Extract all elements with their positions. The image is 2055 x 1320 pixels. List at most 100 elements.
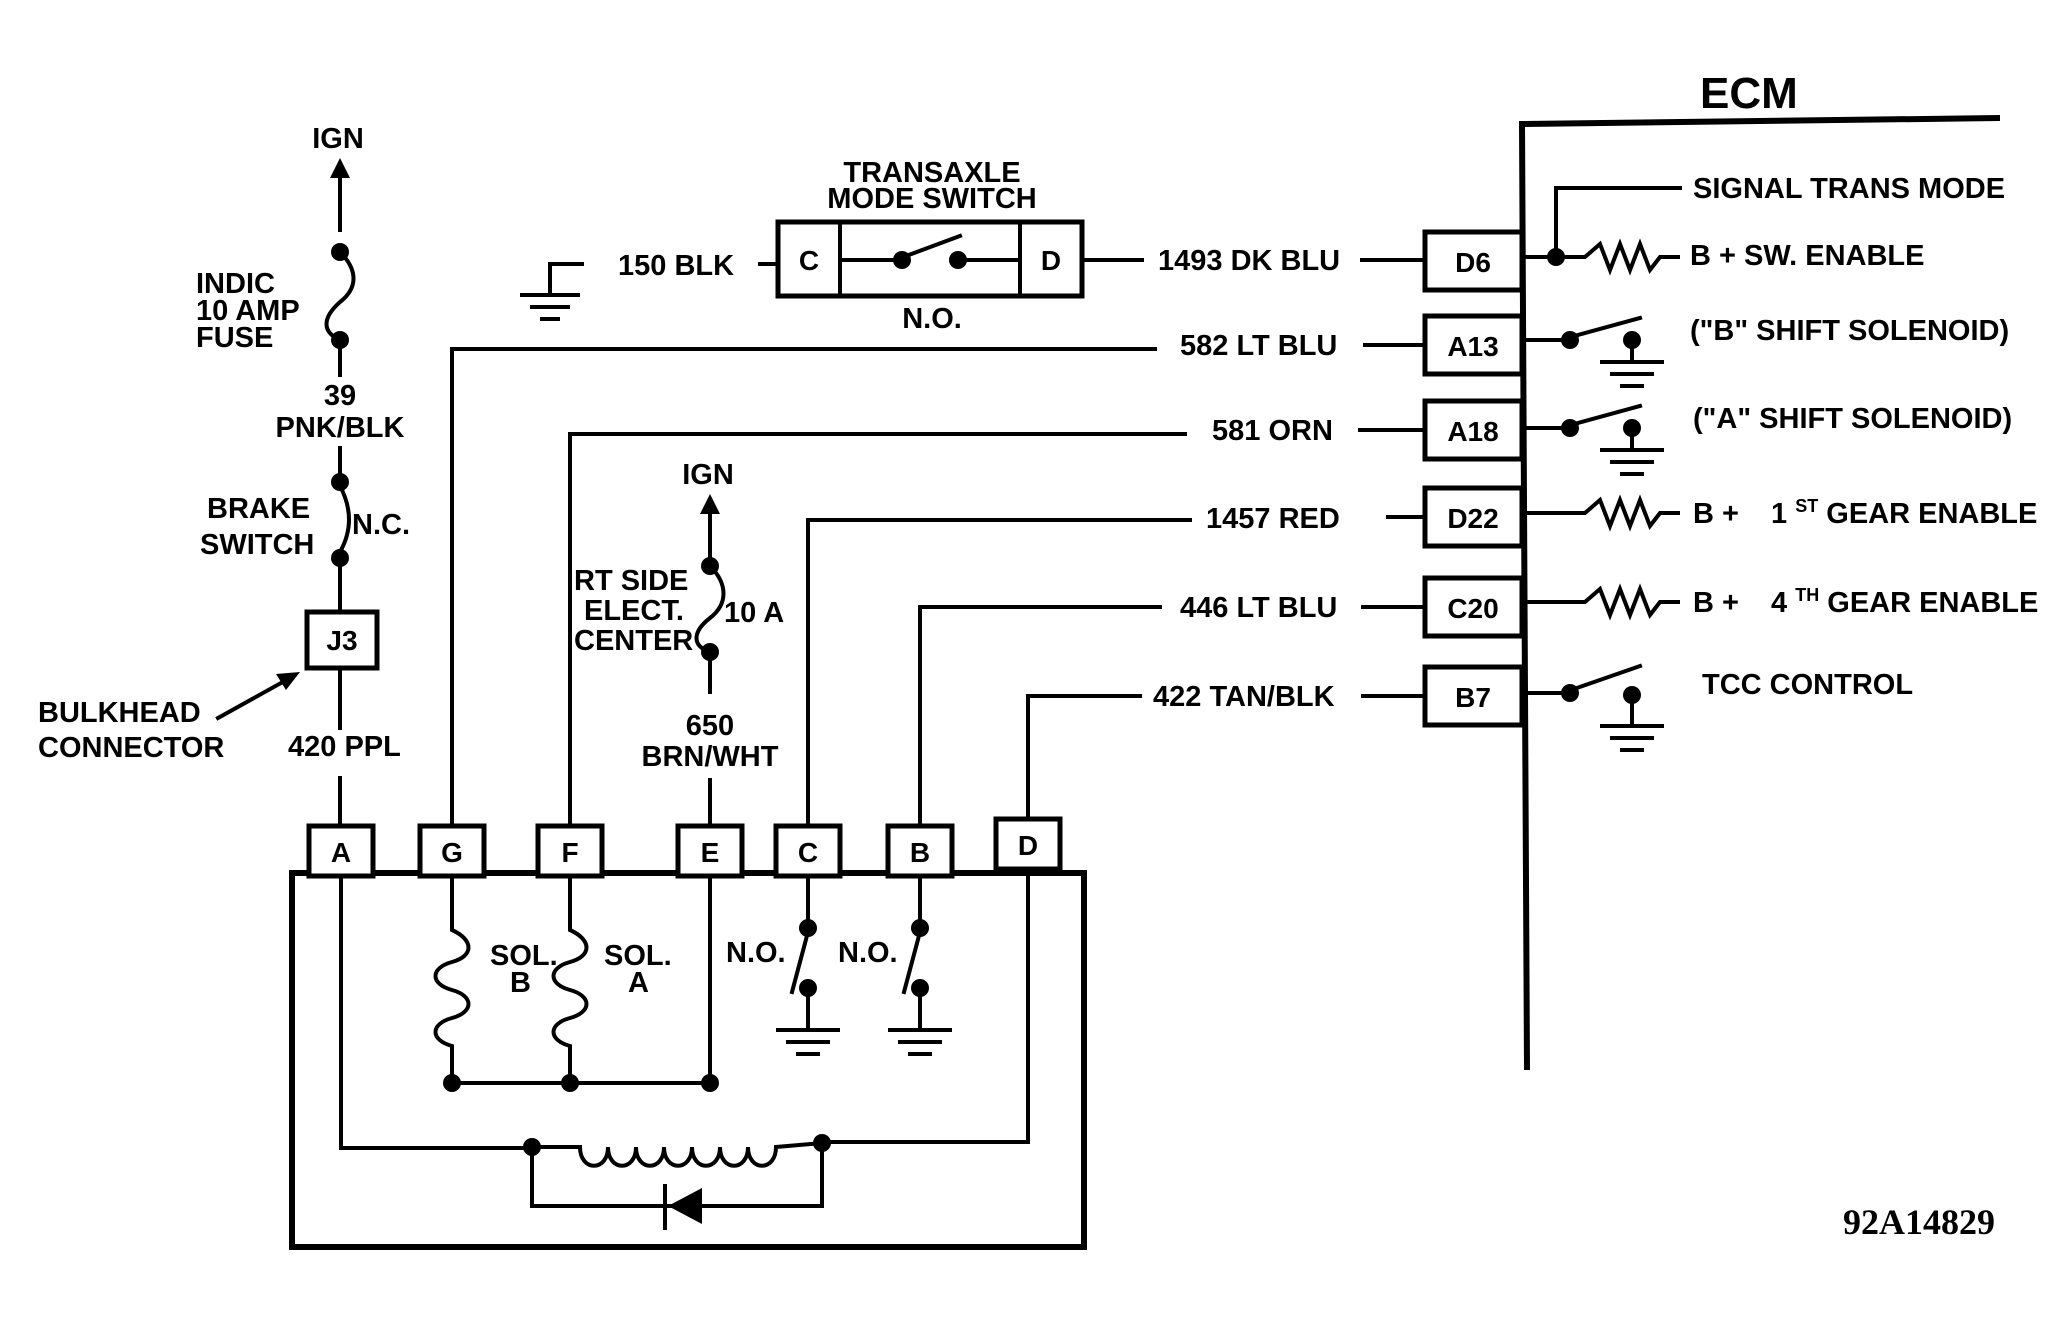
wire-581-label: 581 ORN xyxy=(1212,415,1333,447)
brake-state: N.C. xyxy=(352,509,410,541)
ecm-a13-circuit: ("B" SHIFT SOLENOID) xyxy=(1525,315,2009,388)
solenoid-b: SOL. B xyxy=(433,874,558,1085)
sol-b-label-1: SOL. xyxy=(490,940,558,972)
mode-switch-pin-d: D xyxy=(1041,245,1061,276)
left-ign-label: IGN xyxy=(312,123,364,155)
rt-side-label-1: RT SIDE xyxy=(574,565,688,597)
wire-582: 582 LT BLU xyxy=(450,330,1427,828)
reference-number: 92A14829 xyxy=(1843,1202,1995,1242)
ecm-d6-circuit: SIGNAL TRANS MODE B + SW. ENABLE xyxy=(1525,173,2005,276)
ecm-gear4-suffix: GEAR ENABLE xyxy=(1827,587,2038,619)
transaxle-pins: A G F E C B D xyxy=(306,816,1063,879)
mode-switch-ground: 150 BLK xyxy=(520,250,780,321)
ecm-gear4-num: 4 xyxy=(1771,587,1787,619)
switch-b-state: N.O. xyxy=(838,937,898,969)
fuse-label-1: INDIC xyxy=(196,268,275,300)
ecm-pin-c20: C20 xyxy=(1422,575,1525,639)
transaxle-pin-c: C xyxy=(798,837,818,868)
sol-a-label-1: SOL. xyxy=(604,940,672,972)
wire-1493: 1493 DK BLU xyxy=(1080,245,1427,277)
transaxle-pin-a: A xyxy=(331,837,351,868)
transaxle-pin-f: F xyxy=(561,837,578,868)
mode-switch-title-1: TRANSAXLE xyxy=(843,157,1020,189)
wire-582-label: 582 LT BLU xyxy=(1180,330,1337,362)
ecm-pin-d6: D6 xyxy=(1422,229,1525,293)
bulkhead-pin-j3: J3 xyxy=(326,625,357,656)
mode-switch-pin-c: C xyxy=(799,245,819,276)
wire-422-label: 422 TAN/BLK xyxy=(1153,681,1335,713)
transaxle-pin-e: E xyxy=(701,837,720,868)
center-circuit: IGN RT SIDE ELECT. CENTER 10 A 650 BRN/W… xyxy=(574,459,784,828)
ecm-sw-enable-label: B + SW. ENABLE xyxy=(1690,240,1924,272)
wire-39-color: PNK/BLK xyxy=(276,412,405,444)
brake-label-1: BRAKE xyxy=(207,493,310,525)
pressure-switch-c: N.O. xyxy=(726,874,840,1056)
ecm-pin-b7-label: B7 xyxy=(1455,682,1491,713)
center-ign-label: IGN xyxy=(682,459,734,491)
ecm-block: ECM xyxy=(1518,69,2001,1071)
solenoid-common-bus xyxy=(443,874,719,1092)
ecm-b-shift-label: ("B" SHIFT SOLENOID) xyxy=(1690,315,2009,347)
ecm-title: ECM xyxy=(1700,69,1798,118)
switch-c-state: N.O. xyxy=(726,937,786,969)
svg-text:B + 1 ST GEA: B + 1 ST GEAR ENABLE xyxy=(1693,487,2037,530)
ecm-pin-a18-label: A18 xyxy=(1447,416,1498,447)
svg-text:B + 4 TH GEA: B + 4 TH GEAR ENABLE xyxy=(1693,576,2038,619)
ecm-tcc-label: TCC CONTROL xyxy=(1702,669,1913,701)
ecm-pin-b7: B7 xyxy=(1422,664,1525,728)
rt-side-label-3: CENTER xyxy=(574,625,693,657)
pressure-switch-b: N.O. xyxy=(838,874,952,1056)
ecm-c20-circuit: B + 4 TH GEAR ENABLE xyxy=(1525,576,2038,621)
solenoid-a: SOL. A xyxy=(551,874,672,1085)
ecm-pin-d22-label: D22 xyxy=(1447,503,1498,534)
bulkhead-label-2: CONNECTOR xyxy=(38,732,224,764)
wire-39-num: 39 xyxy=(324,380,356,412)
ecm-b7-circuit: TCC CONTROL xyxy=(1525,663,1913,752)
wire-1493-label: 1493 DK BLU xyxy=(1158,245,1340,277)
wire-650-color: BRN/WHT xyxy=(642,741,779,773)
mode-switch-state: N.O. xyxy=(902,303,962,335)
diode-icon xyxy=(663,1184,702,1230)
sol-b-label-2: B xyxy=(510,967,531,999)
ecm-pin-d6-label: D6 xyxy=(1455,247,1491,278)
ecm-gear1-suffix: GEAR ENABLE xyxy=(1826,498,2037,530)
wire-446-label: 446 LT BLU xyxy=(1180,592,1337,624)
wire-581: 581 ORN xyxy=(568,415,1427,828)
ecm-a-shift-label: ("A" SHIFT SOLENOID) xyxy=(1693,403,2012,435)
sol-a-label-2: A xyxy=(628,967,649,999)
ecm-pin-a13-label: A13 xyxy=(1447,331,1498,362)
ecm-gear1-sup: ST xyxy=(1795,496,1818,516)
ecm-d22-circuit: B + 1 ST GEAR ENABLE xyxy=(1525,487,2037,532)
ecm-gear1-prefix: B + xyxy=(1693,498,1739,530)
ecm-a18-circuit: ("A" SHIFT SOLENOID) xyxy=(1525,403,2012,476)
fuse-label-3: FUSE xyxy=(196,322,273,354)
fuse-label-2: 10 AMP xyxy=(196,295,300,327)
ecm-pin-a18: A18 xyxy=(1422,398,1525,462)
wire-420-label: 420 PPL xyxy=(288,731,401,763)
brake-label-2: SWITCH xyxy=(200,529,314,561)
transaxle-pin-g: G xyxy=(441,837,463,868)
transaxle-mode-switch: TRANSAXLE MODE SWITCH C D N.O. xyxy=(775,157,1085,335)
mode-switch-title-2: MODE SWITCH xyxy=(827,183,1036,215)
ecm-signal-trans-mode-label: SIGNAL TRANS MODE xyxy=(1693,173,2005,205)
rt-side-label-2: ELECT. xyxy=(584,595,684,627)
wire-1457-label: 1457 RED xyxy=(1206,503,1340,535)
ecm-gear1-num: 1 xyxy=(1771,498,1787,530)
ecm-pin-c20-label: C20 xyxy=(1447,593,1498,624)
ecm-pin-d22: D22 xyxy=(1422,485,1525,549)
left-circuit: IGN INDIC 10 AMP FUSE 39 PNK/BLK BRAKE S… xyxy=(38,123,410,828)
wire-150-label: 150 BLK xyxy=(618,250,734,282)
wire-422: 422 TAN/BLK xyxy=(1026,681,1427,828)
center-fuse-rating: 10 A xyxy=(724,597,784,629)
wire-1457: 1457 RED xyxy=(806,503,1427,828)
transaxle-pin-b: B xyxy=(910,837,930,868)
bulkhead-label-1: BULKHEAD xyxy=(38,697,201,729)
transaxle-pin-d: D xyxy=(1018,830,1038,861)
ecm-pin-a13: A13 xyxy=(1422,313,1525,377)
ecm-gear4-prefix: B + xyxy=(1693,587,1739,619)
transaxle-assembly xyxy=(289,870,1087,1250)
wire-650-num: 650 xyxy=(686,710,734,742)
ecm-gear4-sup: TH xyxy=(1795,585,1819,605)
wire-446: 446 LT BLU xyxy=(918,592,1427,828)
